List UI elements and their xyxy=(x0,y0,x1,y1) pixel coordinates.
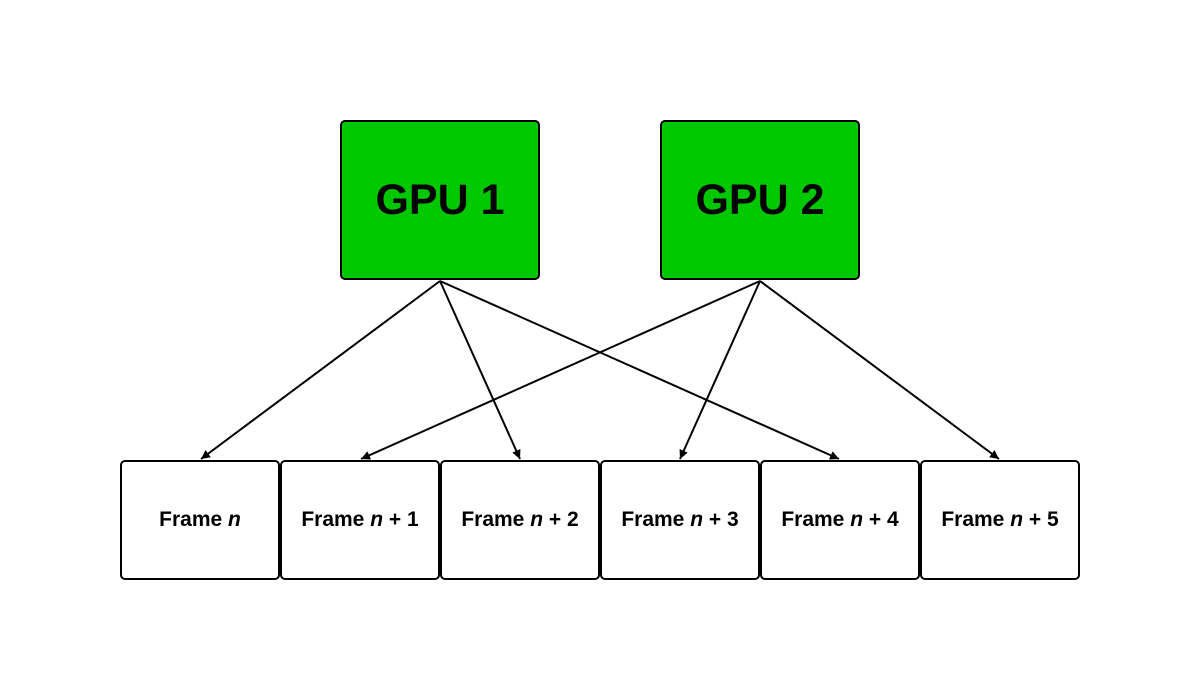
frame-n-label: Frame n xyxy=(159,508,241,531)
edge-gpu1-frame-n xyxy=(200,280,441,460)
frame-n-plus-4-node: Frame n + 4 xyxy=(760,460,920,580)
edge-gpu2-frame-n-plus-3 xyxy=(679,280,761,460)
frame-n-plus-2-node: Frame n + 2 xyxy=(440,460,600,580)
edge-gpu2-frame-n-plus-1 xyxy=(360,280,761,460)
frame-n-plus-5-label: Frame n + 5 xyxy=(941,508,1059,531)
frame-n-node: Frame n xyxy=(120,460,280,580)
edge-gpu1-frame-n-plus-2 xyxy=(439,280,521,460)
frame-n-plus-4-label: Frame n + 4 xyxy=(781,508,899,531)
frame-n-plus-2-label: Frame n + 2 xyxy=(461,508,579,531)
edge-gpu1-frame-n-plus-4 xyxy=(439,280,840,460)
frame-n-plus-5-node: Frame n + 5 xyxy=(920,460,1080,580)
gpu-2-label: GPU 2 xyxy=(695,175,825,224)
frame-n-plus-3-node: Frame n + 3 xyxy=(600,460,760,580)
gpu-1-node: GPU 1 xyxy=(340,120,540,280)
edge-gpu2-frame-n-plus-5 xyxy=(759,280,1000,460)
gpu-2-node: GPU 2 xyxy=(660,120,860,280)
frame-n-plus-1-node: Frame n + 1 xyxy=(280,460,440,580)
frame-n-plus-1-label: Frame n + 1 xyxy=(301,508,419,531)
frame-n-plus-3-label: Frame n + 3 xyxy=(621,508,739,531)
gpu-1-label: GPU 1 xyxy=(375,175,505,224)
